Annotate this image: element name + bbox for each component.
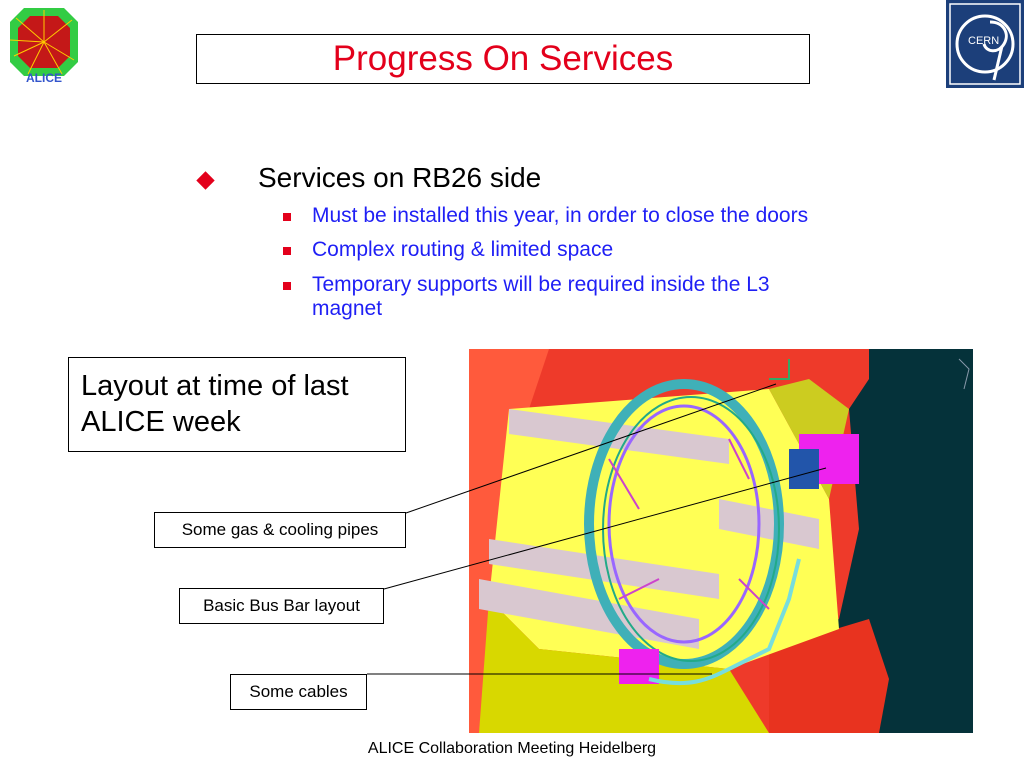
sub-bullet-1: Must be installed this year, in order to…	[312, 204, 809, 227]
alice-logo: ALICE	[6, 4, 82, 85]
callout-bus-bar-label: Basic Bus Bar layout	[203, 596, 360, 615]
callout-gas-pipes: Some gas & cooling pipes	[154, 512, 406, 548]
footer-text: ALICE Collaboration Meeting Heidelberg	[367, 740, 657, 757]
square-bullet-icon	[283, 213, 291, 221]
layout-note-line-2: ALICE week	[81, 406, 241, 438]
slide-title: Progress On Services	[332, 39, 674, 78]
callout-bus-bar: Basic Bus Bar layout	[179, 588, 384, 624]
detector-cad-image	[469, 349, 973, 733]
title-box: Progress On Services	[196, 34, 810, 84]
main-bullet: Services on RB26 side	[258, 162, 542, 193]
layout-note-box: Layout at time of last ALICE week	[68, 357, 406, 452]
sub-bullet-3-continued: magnet	[312, 297, 383, 320]
layout-note-line-1: Layout at time of last	[81, 370, 349, 402]
callout-cables: Some cables	[230, 674, 367, 710]
square-bullet-icon	[283, 282, 291, 290]
sub-bullet-2: Complex routing & limited space	[312, 238, 614, 261]
cern-logo-text: CERN	[968, 35, 999, 47]
callout-cables-label: Some cables	[249, 682, 348, 701]
alice-logo-text: ALICE	[26, 71, 62, 84]
sub-bullet-3: Temporary supports will be required insi…	[312, 273, 770, 296]
callout-gas-pipes-label: Some gas & cooling pipes	[181, 520, 379, 539]
square-bullet-icon	[283, 247, 291, 255]
cern-logo: CERN	[946, 0, 1024, 88]
